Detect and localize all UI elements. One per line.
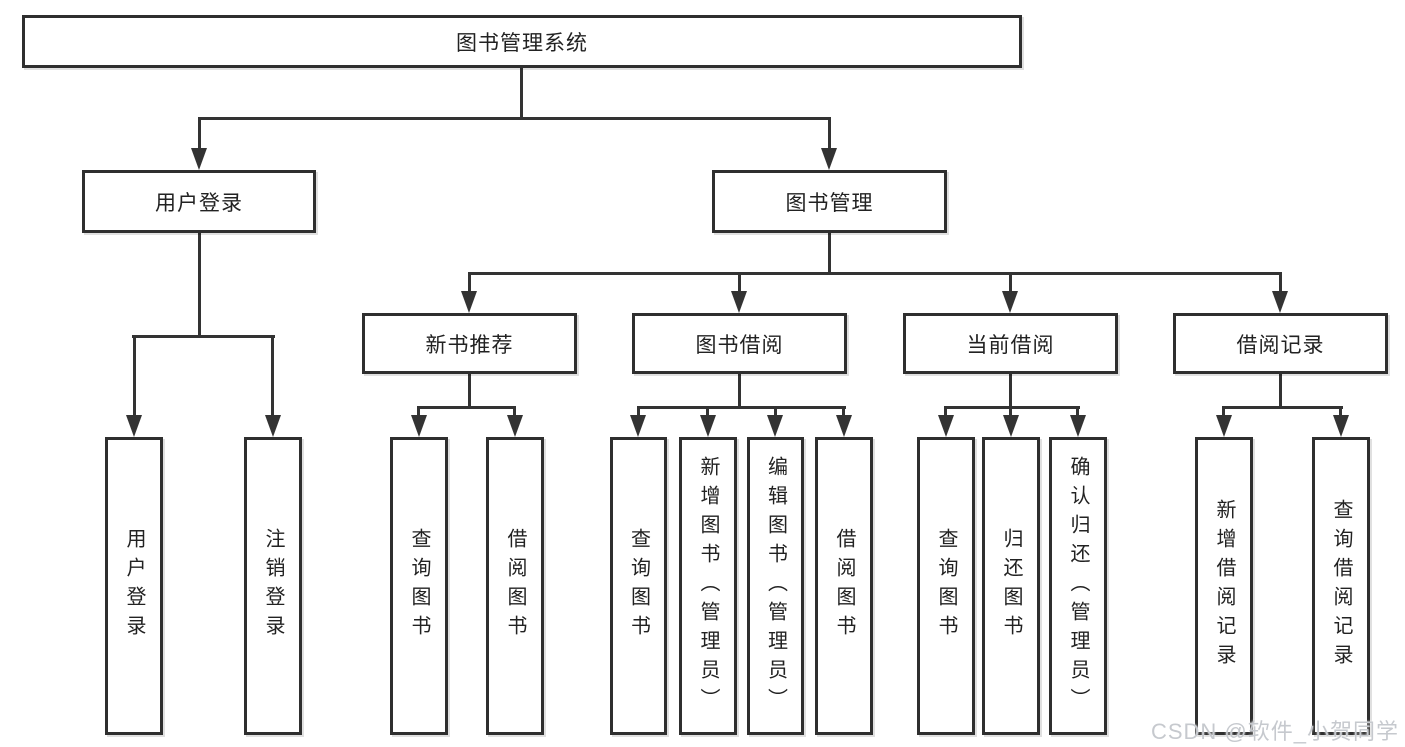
watermark: CSDN @软件_小贺同学 (1150, 719, 1399, 744)
connector-line (1222, 406, 1225, 417)
connector-line (132, 335, 275, 338)
leaf-query-books: 查询图书 (390, 437, 448, 735)
connector-line (417, 406, 420, 417)
leaf-borrow-books: 借阅图书 (815, 437, 873, 735)
leaf-logout-login: 注销登录 (244, 437, 302, 735)
leaf-query-books: 查询图书 (610, 437, 667, 735)
arrow-down-icon (1070, 415, 1086, 437)
connector-line (774, 406, 777, 417)
connector-line (637, 406, 846, 409)
connector-line (706, 406, 709, 417)
arrow-down-icon (265, 415, 281, 437)
connector-line (738, 272, 741, 293)
connector-line (468, 374, 471, 406)
leaf-add-books-admin: 新增图书（管理员） (679, 437, 737, 735)
arrow-down-icon (411, 415, 427, 437)
connector-line (198, 233, 201, 335)
node-current-borrowing: 当前借阅 (903, 313, 1118, 374)
leaf-query-books: 查询图书 (917, 437, 975, 735)
node-new-book-recommendation: 新书推荐 (362, 313, 577, 374)
arrow-down-icon (1333, 415, 1349, 437)
leaf-user-login: 用户登录 (105, 437, 163, 735)
connector-line (1279, 272, 1282, 293)
connector-line (513, 406, 516, 417)
arrow-down-icon (938, 415, 954, 437)
arrow-down-icon (1003, 415, 1019, 437)
connector-line (1222, 406, 1343, 409)
arrow-down-icon (126, 415, 142, 437)
connector-line (1339, 406, 1342, 417)
connector-line (828, 117, 831, 151)
leaf-query-borrow-record: 查询借阅记录 (1312, 437, 1370, 735)
leaf-return-books: 归还图书 (982, 437, 1040, 735)
arrow-down-icon (1002, 291, 1018, 313)
node-book-borrowing: 图书借阅 (632, 313, 847, 374)
node-user-login: 用户登录 (82, 170, 316, 233)
arrow-down-icon (836, 415, 852, 437)
connector-line (198, 117, 831, 120)
connector-line (1009, 272, 1012, 293)
connector-line (417, 406, 516, 409)
leaf-add-borrow-record: 新增借阅记录 (1195, 437, 1253, 735)
connector-line (133, 335, 136, 415)
node-book-management: 图书管理 (712, 170, 947, 233)
connector-line (468, 272, 1282, 275)
leaf-confirm-return-admin: 确认归还（管理员） (1049, 437, 1107, 735)
leaf-edit-books-admin: 编辑图书（管理员） (747, 437, 804, 735)
arrow-down-icon (821, 148, 837, 170)
connector-line (1009, 374, 1012, 406)
connector-line (1076, 406, 1079, 417)
arrow-down-icon (507, 415, 523, 437)
connector-line (828, 233, 831, 272)
connector-line (198, 117, 201, 151)
leaf-borrow-books: 借阅图书 (486, 437, 544, 735)
node-borrowing-records: 借阅记录 (1173, 313, 1388, 374)
connector-line (944, 406, 1080, 409)
arrow-down-icon (630, 415, 646, 437)
connector-line (944, 406, 947, 417)
connector-line (1009, 406, 1012, 417)
arrow-down-icon (461, 291, 477, 313)
arrow-down-icon (1216, 415, 1232, 437)
arrow-down-icon (767, 415, 783, 437)
node-library-system: 图书管理系统 (22, 15, 1022, 68)
arrow-down-icon (191, 148, 207, 170)
arrow-down-icon (1272, 291, 1288, 313)
connector-line (738, 374, 741, 406)
arrow-down-icon (700, 415, 716, 437)
arrow-down-icon (731, 291, 747, 313)
connector-line (1279, 374, 1282, 406)
connector-line (520, 68, 523, 117)
connector-line (637, 406, 640, 417)
connector-line (842, 406, 845, 417)
connector-line (468, 272, 471, 293)
connector-line (271, 335, 274, 415)
